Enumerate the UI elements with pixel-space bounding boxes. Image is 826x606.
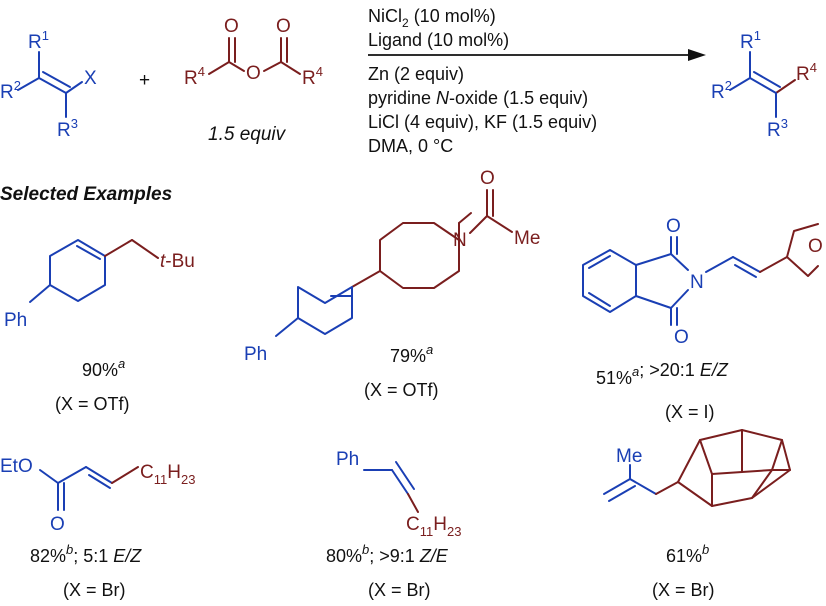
example-1-structure: t-Bu Ph <box>4 239 195 331</box>
example-1-leaving-group: (X = OTf) <box>55 394 130 414</box>
svg-text:O: O <box>276 16 291 37</box>
svg-text:C11H23: C11H23 <box>140 462 195 487</box>
svg-text:Ph: Ph <box>336 449 359 470</box>
condition-catalyst: NiCl2 (10 mol%) <box>368 6 496 30</box>
condition-additive: pyridine N-oxide (1.5 equiv) <box>368 88 588 108</box>
example-3-structure: O O N O <box>582 216 823 348</box>
svg-text:Ph: Ph <box>4 310 27 331</box>
svg-text:R2: R2 <box>0 78 21 103</box>
section-title: Selected Examples <box>0 184 172 205</box>
condition-solvent: DMA, 0 °C <box>368 136 453 156</box>
example-3-yield: 51%a; >20:1 E/Z <box>596 360 729 388</box>
example-1-yield: 90%a <box>82 356 125 380</box>
svg-text:t-Bu: t-Bu <box>160 251 195 272</box>
conditions-above: NiCl2 (10 mol%) Ligand (10 mol%) <box>368 6 509 50</box>
svg-text:R2: R2 <box>711 78 732 103</box>
svg-text:O: O <box>808 236 823 257</box>
svg-text:EtO: EtO <box>0 456 33 477</box>
example-2-yield: 79%a <box>390 342 433 366</box>
svg-text:O: O <box>50 514 65 535</box>
condition-salts: LiCl (4 equiv), KF (1.5 equiv) <box>368 112 597 132</box>
svg-text:N: N <box>690 272 704 293</box>
reaction-arrow <box>368 49 706 61</box>
svg-text:O: O <box>224 16 239 37</box>
example-4-structure: EtO O C11H23 <box>0 456 195 535</box>
svg-text:Me: Me <box>514 228 540 249</box>
example-6-yield: 61%b <box>666 542 709 566</box>
svg-text:R4: R4 <box>796 60 817 85</box>
svg-text:R4: R4 <box>302 64 323 89</box>
svg-text:R4: R4 <box>184 64 205 89</box>
conditions-below: Zn (2 equiv) pyridine N-oxide (1.5 equiv… <box>368 64 597 156</box>
vinyl-substrate: R1 R2 X R3 <box>0 28 97 141</box>
example-2-leaving-group: (X = OTf) <box>364 380 439 400</box>
reagent-amount: 1.5 equiv <box>208 124 287 145</box>
svg-text:O: O <box>674 327 689 348</box>
condition-ligand: Ligand (10 mol%) <box>368 30 509 50</box>
example-3-leaving-group: (X = I) <box>665 402 715 422</box>
plus-sign: + <box>139 70 150 91</box>
svg-text:R3: R3 <box>57 116 78 141</box>
svg-text:X: X <box>84 68 97 89</box>
svg-text:O: O <box>666 216 681 237</box>
svg-text:O: O <box>246 63 261 84</box>
example-6-leaving-group: (X = Br) <box>652 580 715 600</box>
svg-text:R3: R3 <box>767 116 788 141</box>
example-2-structure: N O Me Ph <box>244 168 540 365</box>
anhydride-reagent: O O O R4 R4 <box>184 16 323 89</box>
svg-text:N: N <box>453 230 467 251</box>
example-5-structure: Ph C11H23 <box>336 449 461 539</box>
svg-text:Me: Me <box>616 446 642 467</box>
example-6-structure: Me <box>603 429 791 507</box>
svg-text:R1: R1 <box>740 28 761 53</box>
svg-text:Ph: Ph <box>244 344 267 365</box>
example-5-leaving-group: (X = Br) <box>368 580 431 600</box>
condition-reductant: Zn (2 equiv) <box>368 64 464 84</box>
svg-text:O: O <box>480 168 495 189</box>
example-5-yield: 80%b; >9:1 Z/E <box>326 542 449 566</box>
example-4-yield: 82%b; 5:1 E/Z <box>30 542 142 566</box>
svg-text:R1: R1 <box>28 28 49 53</box>
svg-text:C11H23: C11H23 <box>406 514 461 539</box>
example-4-leaving-group: (X = Br) <box>63 580 126 600</box>
product-alkene: R1 R2 R4 R3 <box>711 28 817 141</box>
